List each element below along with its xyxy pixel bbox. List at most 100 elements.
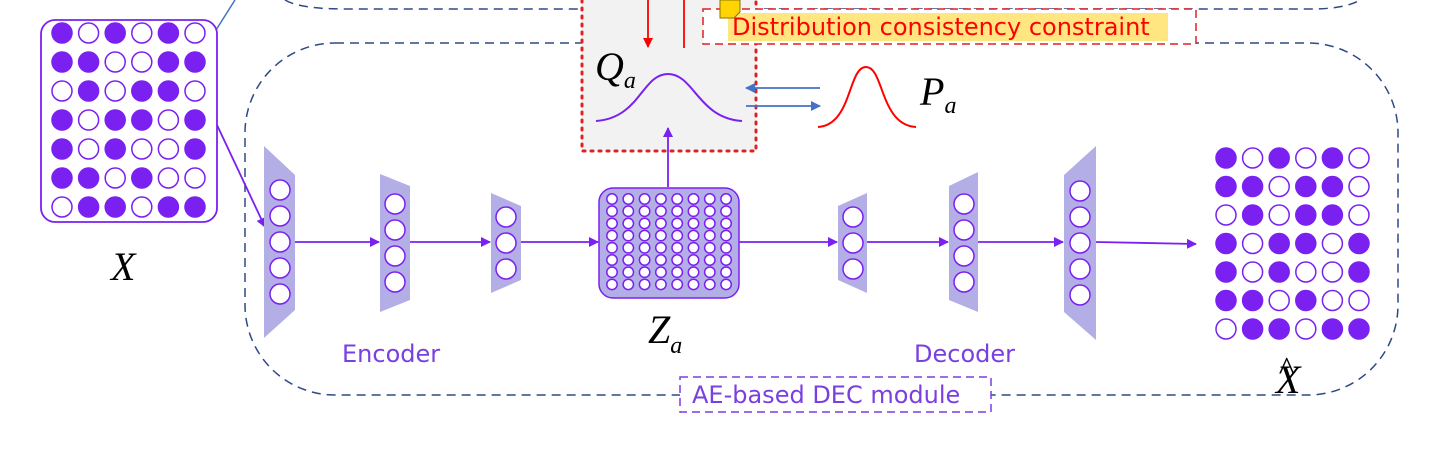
latent-cell	[671, 193, 684, 205]
input-cell	[51, 109, 73, 131]
p-curve	[817, 65, 917, 128]
latent-cell	[720, 241, 733, 254]
latent-cell	[606, 205, 618, 218]
output-cell	[1241, 175, 1264, 198]
latent-cell	[606, 229, 618, 242]
encoder-layer-1	[264, 146, 295, 338]
output-cell	[1215, 261, 1237, 283]
layer-node	[384, 271, 406, 293]
encoder-label: Encoder	[342, 340, 440, 368]
input-cell	[157, 109, 180, 131]
latent-cell	[671, 241, 684, 254]
latent-cell	[606, 193, 618, 205]
q-symbol: Qa	[595, 44, 636, 94]
layer-node	[269, 231, 291, 253]
input-arrow	[216, 124, 266, 228]
latent-cell	[638, 193, 651, 205]
latent-grid	[598, 187, 740, 299]
upper-module-boundary	[284, 0, 1361, 10]
output-cell	[1295, 318, 1317, 340]
latent-cell	[654, 205, 667, 218]
output-cell	[1215, 232, 1237, 255]
latent-cell	[606, 278, 618, 291]
output-cell	[1241, 204, 1264, 226]
layer-node	[384, 245, 406, 267]
output-cell	[1241, 261, 1264, 283]
layer-node	[1069, 284, 1091, 306]
latent-cell	[687, 229, 700, 242]
layer-node	[953, 219, 975, 241]
latent-cell	[606, 217, 618, 230]
note-icon	[719, 0, 741, 19]
latent-cell	[720, 266, 733, 279]
layer-node	[495, 258, 517, 280]
input-cell	[157, 167, 180, 189]
decoder-label: Decoder	[914, 340, 1015, 368]
latent-cell	[638, 229, 651, 242]
latent-cell	[622, 193, 635, 205]
input-cell	[104, 109, 126, 131]
input-cell	[77, 167, 100, 189]
output-cell	[1295, 261, 1317, 283]
latent-cell	[654, 229, 667, 242]
output-cell	[1321, 175, 1344, 198]
encoder-layer-2	[380, 174, 410, 312]
decoder-layer-1	[838, 193, 867, 293]
layer-node	[384, 219, 406, 241]
output-cell	[1321, 204, 1344, 226]
output-cell	[1241, 147, 1264, 169]
latent-cell	[654, 266, 667, 279]
input-cell	[77, 109, 100, 131]
layer-node	[842, 258, 864, 280]
latent-cell	[606, 266, 618, 279]
output-cell	[1268, 175, 1290, 198]
p-symbol: Pa	[919, 69, 956, 119]
output-cell	[1295, 204, 1317, 226]
output-cell	[1215, 289, 1237, 312]
input-cell	[157, 22, 180, 44]
layer-node	[269, 257, 291, 279]
latent-cell	[687, 278, 700, 291]
q-curve	[595, 72, 743, 122]
output-cell	[1215, 175, 1237, 198]
layer-node	[269, 283, 291, 305]
output-cell	[1295, 147, 1317, 169]
input-cell	[51, 196, 73, 218]
layer-node	[842, 206, 864, 228]
input-cell	[157, 138, 180, 160]
decoder-layer-3	[1064, 146, 1096, 340]
input-cell	[77, 80, 100, 102]
latent-cell	[654, 278, 667, 291]
latent-cell	[622, 205, 635, 218]
output-symbol: X	[1274, 357, 1302, 402]
output-cell	[1348, 175, 1370, 198]
input-cell	[77, 22, 100, 44]
latent-cell	[703, 266, 716, 279]
constraint-text: Distribution consistency constraint	[732, 13, 1150, 41]
module-label: AE-based DEC module	[679, 376, 992, 413]
input-cell	[51, 51, 73, 73]
input-cell	[184, 167, 206, 189]
output-cell	[1215, 318, 1237, 340]
latent-cell	[622, 266, 635, 279]
input-cell	[184, 80, 206, 102]
latent-cell	[720, 229, 733, 242]
input-cell	[131, 109, 153, 131]
latent-cell	[638, 217, 651, 230]
input-cell	[51, 167, 73, 189]
output-cell	[1348, 289, 1370, 312]
latent-cell	[654, 254, 667, 266]
input-cell	[131, 196, 153, 218]
input-cell	[131, 51, 153, 73]
layer-node	[842, 232, 864, 254]
layer-node	[269, 179, 291, 201]
input-cell	[157, 80, 180, 102]
latent-cell	[720, 254, 733, 266]
latent-cell	[654, 193, 667, 205]
latent-grid-cells	[606, 193, 733, 291]
input-cell	[184, 196, 206, 218]
latent-cell	[703, 254, 716, 266]
output-cell	[1321, 289, 1344, 312]
layer-node	[1069, 232, 1091, 254]
